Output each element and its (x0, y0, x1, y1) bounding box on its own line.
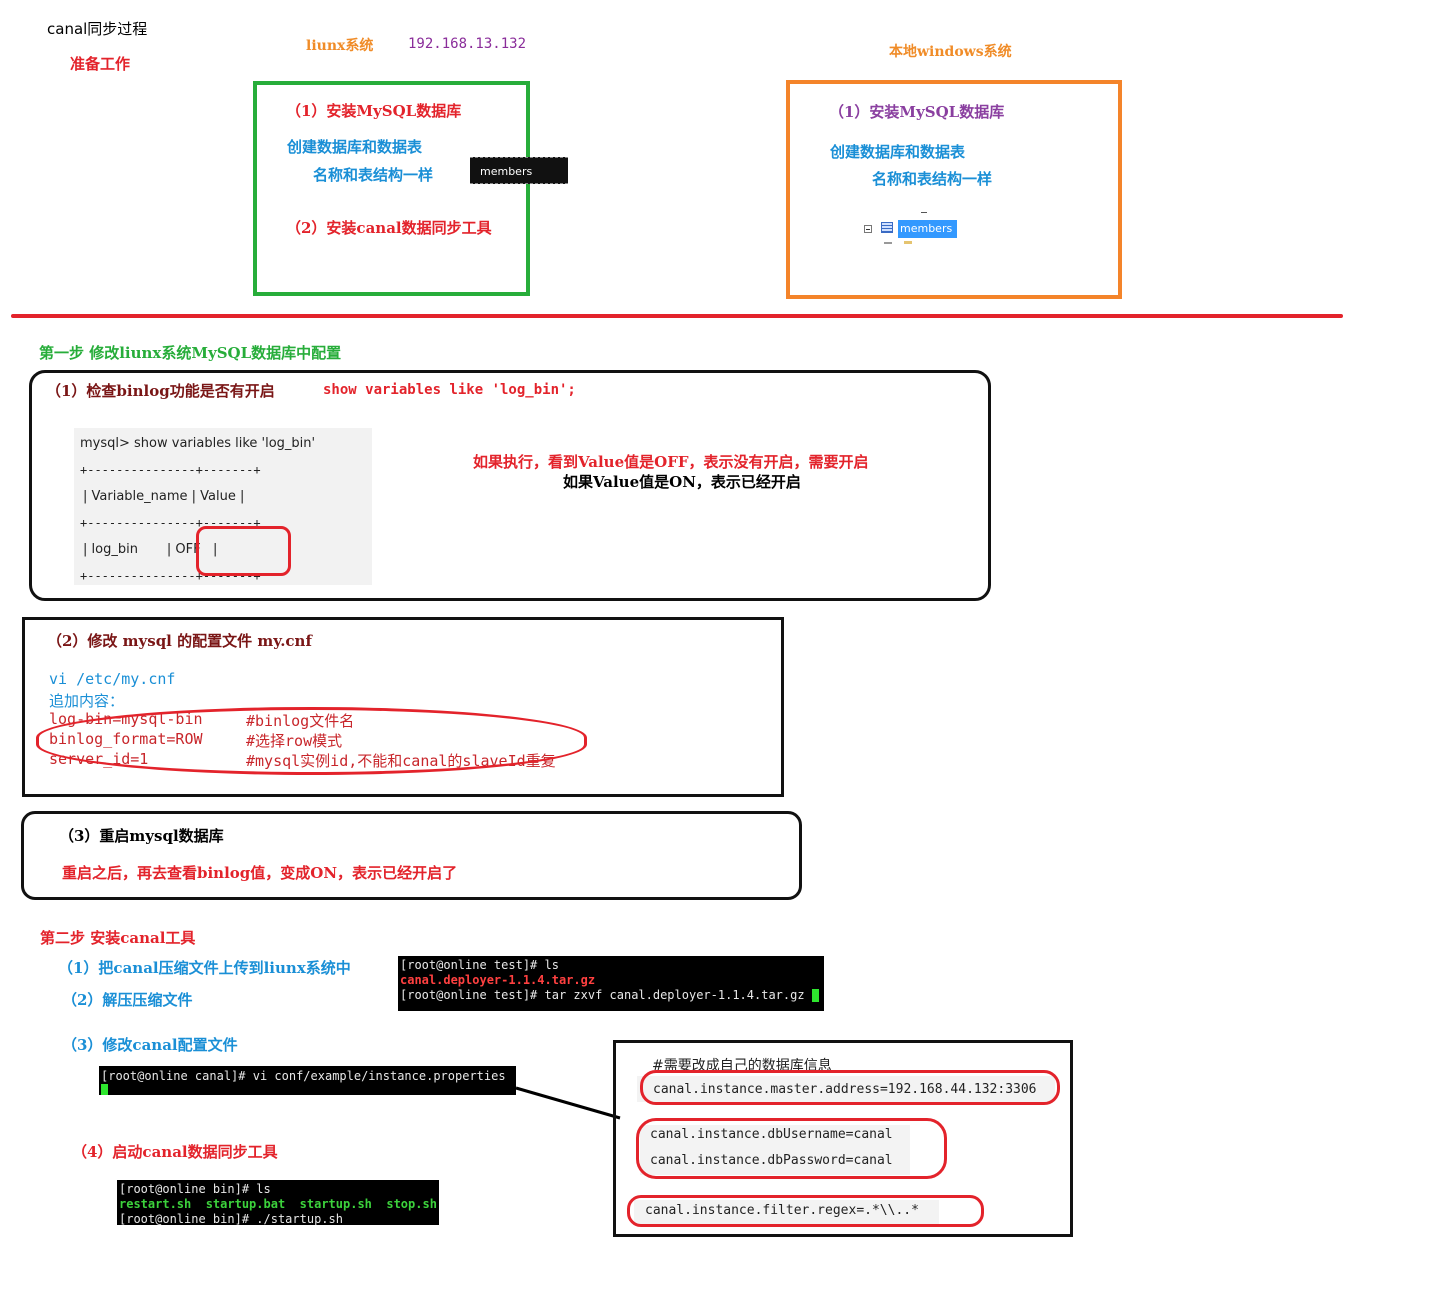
bin-file-startup-bat: startup.bat (205, 1197, 286, 1211)
mysql-output-panel (74, 428, 372, 585)
section-divider (11, 314, 1343, 318)
step-two-title: 第二步 安装canal工具 (40, 929, 196, 947)
terminal-cursor (811, 989, 819, 1002)
mysql-line-2: +---------------+-------+ (80, 463, 261, 477)
start-label: （4）启动canal数据同步工具 (72, 1143, 278, 1161)
linux-install-canal: （2）安装canal数据同步工具 (286, 219, 492, 237)
folder-icon (904, 241, 912, 244)
linux-install-mysql: （1）安装MySQL数据库 (286, 102, 462, 120)
tree-child-stub (884, 242, 892, 244)
linux-table-name: members (480, 165, 533, 178)
windows-system-box (786, 80, 1122, 299)
upload-label: （1）把canal压缩文件上传到liunx系统中 (58, 959, 351, 977)
address-highlight (640, 1070, 1060, 1105)
check-binlog-box (29, 370, 991, 601)
windows-create-db: 创建数据库和数据表 (830, 143, 966, 161)
table-grid-icon (881, 222, 893, 233)
bin-file-stop: stop.sh (386, 1197, 437, 1211)
prep-heading: 准备工作 (70, 55, 131, 73)
step-one-title: 第一步 修改liunx系统MySQL数据库中配置 (39, 344, 342, 362)
credentials-row-bg (640, 1125, 910, 1175)
mysql-line-5: | log_bin | OFF | (83, 542, 218, 557)
instance-properties-box (613, 1040, 1073, 1237)
terminal-ls-tar: [root@online test]# ls canal.deployer-1.… (398, 956, 824, 1011)
mysql-line-1: mysql> show variables like 'log_bin' (80, 436, 316, 451)
prop-filter-regex: canal.instance.filter.regex=.*\\..* (645, 1203, 919, 1218)
linux-same-structure: 名称和表结构一样 (313, 166, 434, 184)
filter-highlight (627, 1195, 984, 1227)
address-row-bg (637, 1076, 1055, 1102)
linux-ip: 192.168.13.132 (408, 36, 527, 52)
note-value-off: 如果执行，看到Value值是OFF，表示没有开启，需要开启 (473, 453, 869, 471)
check-binlog-label: （1）检查binlog功能是否有开启 (46, 382, 275, 400)
prop-db-username: canal.instance.dbUsername=canal (650, 1127, 893, 1142)
linux-table-chip: members (470, 157, 568, 184)
term-archive-file: canal.deployer-1.1.4.tar.gz (400, 973, 596, 987)
filter-row-bg (634, 1200, 939, 1224)
mysql-line-3: | Variable_name | Value | (83, 489, 245, 504)
terminal-vi-instance: [root@online canal]# vi conf/example/ins… (99, 1066, 516, 1095)
bin-file-restart: restart.sh (119, 1197, 192, 1211)
linux-system-box (253, 81, 530, 296)
check-binlog-command: show variables like 'log_bin'; (323, 382, 576, 398)
prop-master-address: canal.instance.master.address=192.168.44… (653, 1082, 1037, 1097)
linux-create-db: 创建数据库和数据表 (287, 138, 423, 156)
off-value-highlight (196, 526, 291, 576)
modify-config-label: （2）修改 mysql 的配置文件 my.cnf (47, 632, 312, 650)
windows-table-item[interactable]: members (898, 220, 957, 238)
windows-install-mysql: （1）安装MySQL数据库 (829, 103, 1005, 121)
term-startup-prompt: [root@online bin]# ./startup.sh (119, 1212, 343, 1225)
vi-command: vi /etc/my.cnf (49, 670, 176, 688)
mysql-line-6: +---------------+-------+ (80, 569, 261, 583)
term-vi-prompt: [root@online canal]# vi conf/example/ins… (101, 1069, 506, 1083)
restart-box (21, 811, 802, 900)
cfg-lines-highlight (36, 707, 587, 775)
note-value-on: 如果Value值是ON，表示已经开启 (563, 473, 801, 491)
append-label: 追加内容： (49, 692, 125, 710)
linux-label: liunx系统 (306, 38, 374, 54)
tree-dash (921, 212, 927, 213)
config-label: （3）修改canal配置文件 (62, 1036, 238, 1054)
terminal-cursor (101, 1084, 108, 1095)
term-tar-prompt: [root@online test]# tar zxvf canal.deplo… (400, 988, 805, 1002)
tree-collapse-icon[interactable] (864, 225, 872, 233)
credentials-highlight (636, 1118, 947, 1179)
term-ls-prompt: [root@online test]# ls (400, 958, 559, 972)
prop-db-password: canal.instance.dbPassword=canal (650, 1153, 893, 1168)
restart-note: 重启之后，再去查看binlog值，变成ON，表示已经开启了 (62, 864, 458, 882)
unzip-label: （2）解压压缩文件 (62, 991, 193, 1009)
term-bin-ls-prompt: [root@online bin]# ls (119, 1182, 271, 1196)
windows-same-structure: 名称和表结构一样 (872, 170, 993, 188)
page-title: canal同步过程 (47, 20, 148, 38)
restart-label: （3）重启mysql数据库 (59, 827, 224, 845)
terminal-bin-start: [root@online bin]# ls restart.sh startup… (117, 1180, 439, 1225)
windows-label: 本地windows系统 (889, 44, 1012, 60)
bin-file-startup-sh: startup.sh (299, 1197, 372, 1211)
modify-config-box (22, 617, 784, 797)
